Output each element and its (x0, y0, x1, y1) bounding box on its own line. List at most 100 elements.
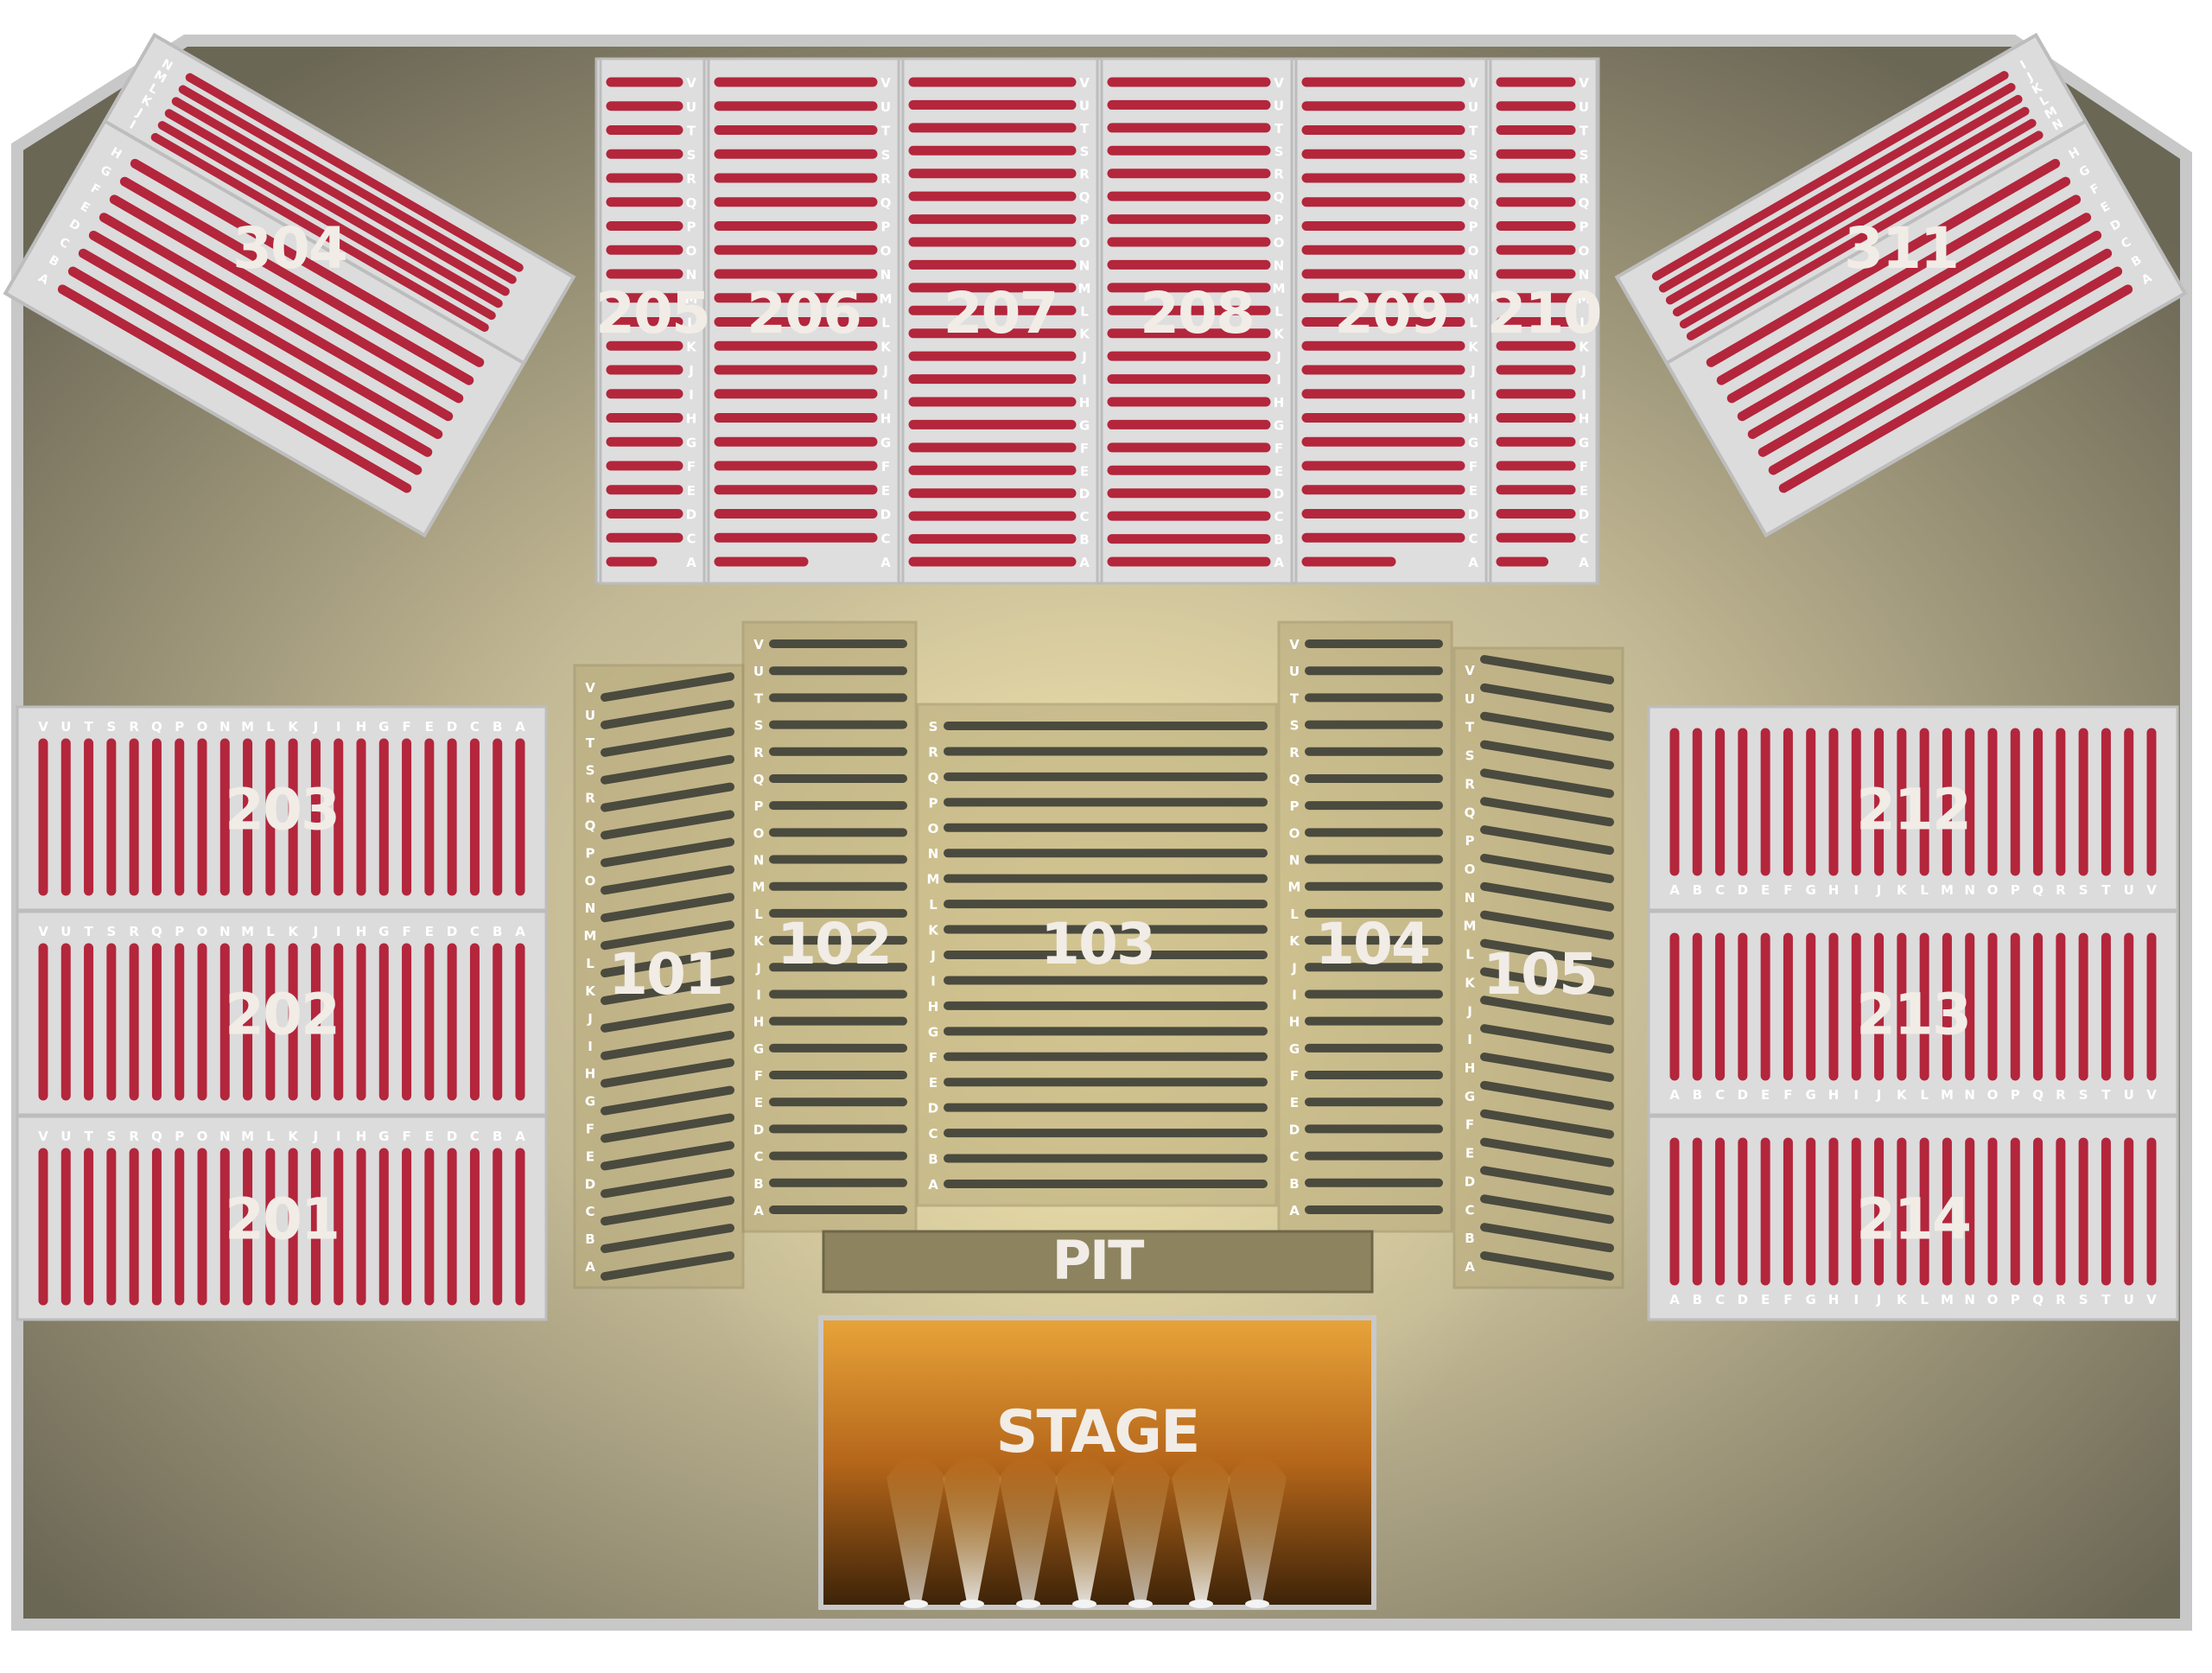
seat-row[interactable] (601, 1168, 734, 1199)
seat-row[interactable] (601, 1002, 734, 1033)
seat-row[interactable] (1480, 740, 1614, 770)
seat-row[interactable] (1480, 797, 1614, 827)
seat-row[interactable] (1480, 1251, 1614, 1281)
seat-row[interactable] (78, 248, 433, 457)
seat-row[interactable] (1747, 230, 2102, 439)
seat-row[interactable] (1480, 938, 1614, 969)
seat-row[interactable] (164, 109, 503, 309)
seat-row[interactable] (178, 85, 517, 284)
seat-row[interactable] (1679, 118, 2037, 329)
seat-row[interactable] (1480, 655, 1614, 684)
pit-area[interactable] (822, 1230, 1374, 1294)
seat-row[interactable] (601, 1224, 734, 1254)
seat-row[interactable] (601, 920, 734, 951)
seat-row[interactable] (601, 1141, 734, 1171)
seat-row[interactable] (1480, 1080, 1614, 1110)
seat-row[interactable] (1672, 106, 2030, 317)
seat-row[interactable] (601, 754, 734, 785)
seat-row[interactable] (601, 893, 734, 923)
seat-row[interactable] (601, 1085, 734, 1116)
seat-row[interactable] (130, 158, 485, 367)
seat-row[interactable] (1726, 194, 2082, 404)
seat-row[interactable] (601, 782, 734, 812)
seat-row[interactable] (601, 865, 734, 895)
seat-row[interactable] (1737, 213, 2092, 422)
seat-row[interactable] (1686, 130, 2044, 340)
seat-row[interactable] (601, 1251, 734, 1281)
seat-row[interactable] (1480, 854, 1614, 883)
seat-row[interactable] (1768, 266, 2123, 475)
seat-row[interactable] (1480, 996, 1614, 1026)
seat-row[interactable] (1716, 176, 2071, 385)
seat-row[interactable] (601, 1196, 734, 1226)
seat-row[interactable] (1480, 910, 1614, 940)
seat-row[interactable] (1665, 94, 2023, 305)
seat-row[interactable] (601, 948, 734, 978)
row-label: S (2079, 1292, 2088, 1307)
seat-row[interactable] (601, 975, 734, 1005)
seat-row[interactable] (1480, 1024, 1614, 1054)
row-label: I (1853, 1087, 1859, 1103)
seat-row[interactable] (119, 176, 474, 385)
seat-row[interactable] (150, 132, 489, 332)
seat-row[interactable] (1480, 825, 1614, 856)
seat-row[interactable] (1480, 967, 1614, 997)
seat-row[interactable] (1480, 768, 1614, 798)
row-label: S (106, 924, 116, 939)
row-label: T (1274, 121, 1284, 137)
seat-row[interactable] (1658, 83, 2016, 293)
seat-row[interactable] (1480, 1109, 1614, 1139)
seat-row[interactable] (67, 266, 423, 475)
seat-row[interactable] (99, 213, 454, 422)
seat-row[interactable] (1480, 683, 1614, 713)
seat-row[interactable] (157, 121, 496, 321)
seat-row[interactable] (1480, 1223, 1614, 1253)
seat-row[interactable] (601, 1058, 734, 1088)
row-label: M (685, 291, 698, 307)
seat-row[interactable] (1778, 284, 2133, 493)
seat-row[interactable] (185, 73, 524, 272)
seat-row[interactable] (171, 97, 510, 296)
seat-row[interactable] (601, 1113, 734, 1143)
seat-row[interactable] (1480, 1166, 1614, 1196)
seat-row[interactable] (1480, 1194, 1614, 1225)
seat-row[interactable] (601, 837, 734, 868)
row-label: R (686, 171, 696, 187)
seat-row[interactable] (109, 194, 464, 404)
seat-row[interactable] (1758, 248, 2113, 457)
seat-row[interactable] (601, 1030, 734, 1060)
seat-row[interactable] (1651, 71, 2009, 281)
seat-row[interactable] (1480, 881, 1614, 912)
seat-row[interactable] (601, 727, 734, 757)
seat-row[interactable] (601, 672, 734, 702)
seat-row[interactable] (601, 810, 734, 840)
row-label: C (470, 924, 480, 939)
seat-row[interactable] (1706, 158, 2061, 367)
seat-row[interactable] (57, 284, 412, 493)
seat-row[interactable] (601, 699, 734, 729)
seat-row[interactable] (1480, 1137, 1614, 1167)
seat-row[interactable] (88, 230, 443, 439)
seat-row[interactable] (1480, 711, 1614, 741)
seat-row[interactable] (1480, 1053, 1614, 1082)
